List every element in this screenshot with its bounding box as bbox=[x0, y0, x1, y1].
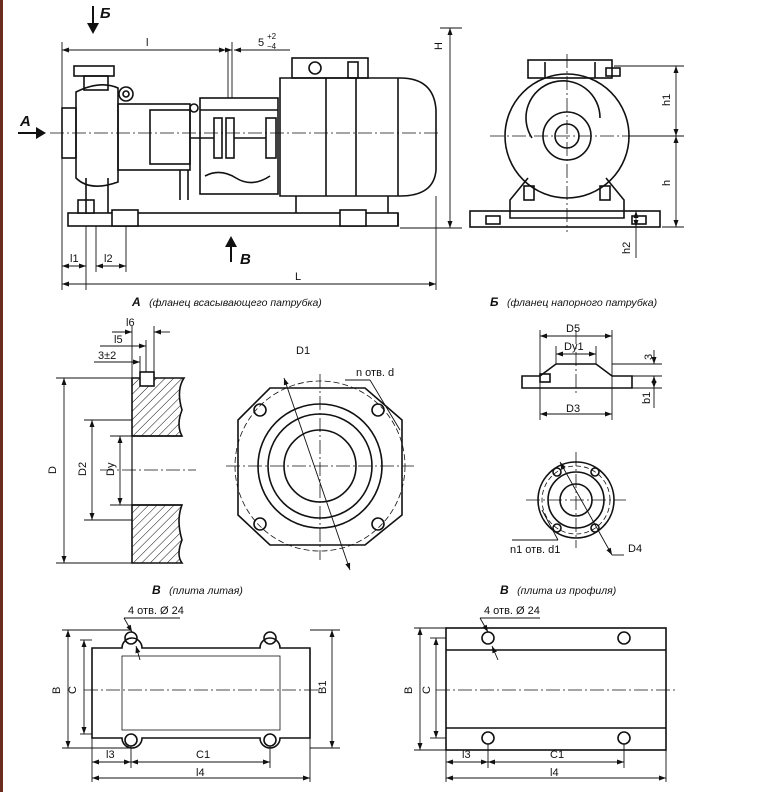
flange-b-section bbox=[521, 330, 633, 396]
dim-L: L bbox=[295, 271, 301, 283]
flange-a-dimensions bbox=[56, 326, 170, 564]
caption-b-letter: Б bbox=[490, 295, 499, 309]
dim-cast-B: B bbox=[51, 687, 63, 694]
dim-gap-tol-upper: +2 bbox=[267, 32, 277, 41]
dim-Dy: Dy bbox=[105, 462, 117, 476]
side-view-dimensions bbox=[61, 27, 462, 290]
flange-a-plate bbox=[237, 387, 403, 546]
caption-a-letter: A bbox=[131, 295, 141, 309]
dim-profile-B: B bbox=[403, 687, 415, 694]
dim-cast-l4: l4 bbox=[196, 767, 205, 779]
view-arrow-v-label: B bbox=[240, 251, 251, 268]
dim-D3: D3 bbox=[566, 403, 580, 415]
dim-l6: l6 bbox=[126, 317, 135, 329]
plate-profile-dimensions bbox=[414, 617, 667, 782]
caption-v1-text: (плита литая) bbox=[169, 585, 243, 597]
view-arrow-a-label: A bbox=[19, 113, 31, 130]
view-arrows bbox=[18, 6, 237, 262]
caption-v2: B (плита из профиля) bbox=[500, 581, 616, 598]
pump-casing bbox=[75, 84, 119, 187]
flange-b-dimensions bbox=[539, 330, 662, 420]
dim-l5: l5 bbox=[114, 334, 123, 346]
dim-h1: h1 bbox=[661, 94, 673, 106]
plate-cast-dimensions bbox=[62, 617, 340, 782]
page-edge bbox=[0, 0, 3, 792]
flange-b-holes: n1 отв. d1 bbox=[510, 544, 560, 556]
dim-cast-C: C bbox=[67, 686, 79, 694]
dim-D2: D2 bbox=[77, 462, 89, 476]
caption-v1: B (плита литая) bbox=[152, 581, 243, 598]
dim-three: 3 bbox=[643, 354, 655, 360]
dim-h: h bbox=[661, 180, 673, 186]
caption-b-text: (фланец напорного патрубка) bbox=[507, 297, 657, 309]
dim-H: H bbox=[433, 42, 445, 50]
dim-Dy1: Dy1 bbox=[564, 341, 584, 353]
end-view bbox=[469, 54, 682, 232]
plate-profile bbox=[436, 627, 676, 751]
dim-gap: 5 bbox=[258, 37, 264, 49]
dim-profile-l4: l4 bbox=[550, 767, 559, 779]
dim-profile-l3: l3 bbox=[462, 749, 471, 761]
caption-v2-text: (плита из профиля) bbox=[517, 585, 616, 597]
coupling-guard bbox=[199, 97, 279, 195]
end-base bbox=[469, 210, 661, 228]
dim-cast-C1: C1 bbox=[196, 749, 210, 761]
side-view bbox=[50, 57, 440, 227]
motor-body bbox=[279, 77, 437, 197]
dim-cast-l3: l3 bbox=[106, 749, 115, 761]
plate-cast bbox=[84, 631, 320, 749]
dim-D1: D1 bbox=[296, 345, 310, 357]
dim-l1: l1 bbox=[70, 253, 79, 265]
bearing-housing bbox=[117, 103, 191, 171]
caption-v1-letter: B bbox=[152, 583, 161, 597]
plate-cast-holes: 4 отв. Ø 24 bbox=[128, 605, 184, 617]
caption-b: Б (фланец напорного патрубка) bbox=[490, 293, 657, 310]
flange-a-holes: n отв. d bbox=[356, 367, 394, 379]
dim-profile-C1: C1 bbox=[550, 749, 564, 761]
flange-b-front bbox=[512, 452, 626, 556]
caption-v2-letter: B bbox=[500, 583, 509, 597]
caption-a: A (фланец всасывающего патрубка) bbox=[131, 293, 322, 310]
dim-l2: l2 bbox=[104, 253, 113, 265]
flange-a-section bbox=[100, 371, 196, 564]
plate-profile-holes: 4 отв. Ø 24 bbox=[484, 605, 540, 617]
dim-profile-C: C bbox=[421, 686, 433, 694]
dim-offset: 3±2 bbox=[98, 350, 116, 362]
dim-cast-B1: B1 bbox=[317, 681, 329, 694]
dim-l: l bbox=[146, 37, 148, 49]
plate-profile-outline bbox=[445, 627, 667, 751]
plate-cast-outline bbox=[91, 637, 311, 749]
end-view-dimensions bbox=[614, 65, 684, 258]
caption-a-text: (фланец всасывающего патрубка) bbox=[149, 297, 322, 309]
dim-D: D bbox=[47, 466, 59, 474]
dim-b1: b1 bbox=[641, 392, 653, 404]
dim-h2: h2 bbox=[621, 242, 633, 254]
dim-D4: D4 bbox=[628, 543, 642, 555]
flange-a-front bbox=[226, 374, 414, 571]
dim-gap-tol-lower: −4 bbox=[267, 42, 277, 51]
view-arrow-b-label: Б bbox=[100, 5, 111, 22]
dim-D5: D5 bbox=[566, 323, 580, 335]
